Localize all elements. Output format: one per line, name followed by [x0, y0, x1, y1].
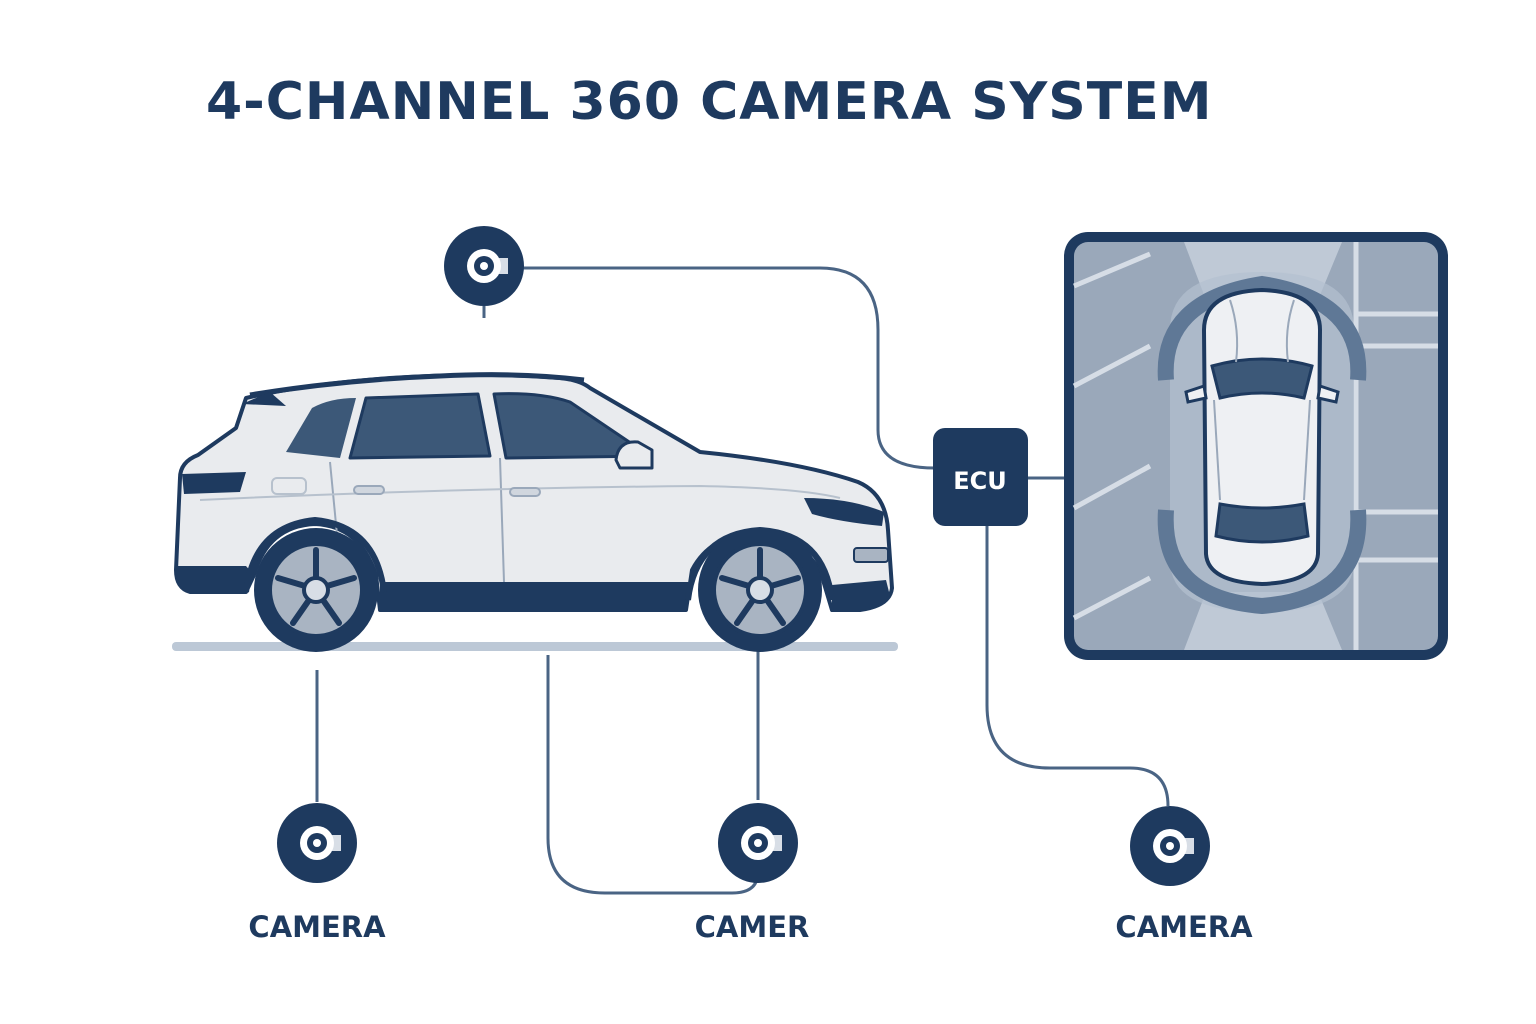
- camera-label-bottom-center: CAMER: [695, 910, 810, 944]
- front-wheel: [698, 528, 822, 652]
- wire-top-camera-to-ecu: [515, 266, 936, 470]
- mirror-left: [1184, 384, 1208, 404]
- camera-icon: [277, 803, 357, 883]
- car-side-skirt: [380, 582, 690, 610]
- camera-bottom-left: CAMERA: [248, 803, 386, 944]
- wiring: [315, 266, 1170, 895]
- camera-bottom-center: CAMER: [695, 803, 810, 944]
- ground-shadow: [172, 642, 898, 651]
- mirror-right: [1316, 384, 1340, 404]
- rear-door-window: [348, 392, 492, 460]
- rear-wheel: [254, 528, 378, 652]
- camera-icon: [718, 803, 798, 883]
- camera-top: [444, 226, 524, 306]
- windshield: [1210, 357, 1314, 400]
- camera-icon: [444, 226, 524, 306]
- camera-label-bottom-right: CAMERA: [1115, 910, 1253, 944]
- front-door-window: [492, 392, 652, 460]
- car-lower-trim: [176, 566, 254, 592]
- ecu-label: ECU: [953, 467, 1007, 495]
- rear-spoiler: [242, 392, 286, 406]
- rear-window: [1214, 502, 1310, 544]
- car-front-bumper: [832, 580, 890, 610]
- ecu-module: ECU: [933, 428, 1028, 526]
- front-sensor-arc: [1157, 275, 1367, 381]
- headlight: [804, 498, 884, 526]
- parking-lines: [1072, 242, 1438, 650]
- rear-door-handle: [353, 485, 385, 495]
- fuel-cap: [271, 477, 307, 495]
- front-door-handle: [509, 487, 541, 497]
- rear-wheel-arch: [243, 517, 387, 593]
- wire-bottom-center-camera-loop: [546, 655, 760, 895]
- camera-bottom-right: CAMERA: [1115, 806, 1253, 944]
- rear-sensor-arc: [1157, 509, 1367, 615]
- diagram-title: 4-CHANNEL 360 CAMERA SYSTEM: [206, 72, 1213, 132]
- camera-label-bottom-left: CAMERA: [248, 910, 386, 944]
- rear-quarter-window: [286, 398, 356, 458]
- surround-view-monitor: [1064, 232, 1448, 660]
- side-mirror: [614, 440, 654, 470]
- car-top-view: [1184, 287, 1340, 587]
- fog-light: [853, 547, 889, 563]
- hood-line-left: [1229, 299, 1239, 363]
- tail-light: [182, 472, 246, 494]
- character-line: [199, 485, 841, 501]
- door-seam-front: [499, 457, 505, 583]
- hood-line-right: [1285, 299, 1295, 363]
- roof-rail: [249, 372, 585, 398]
- door-seam-rear: [329, 461, 339, 546]
- camera-icon: [1130, 806, 1210, 886]
- wire-ecu-to-bottom-right-camera: [985, 526, 1170, 807]
